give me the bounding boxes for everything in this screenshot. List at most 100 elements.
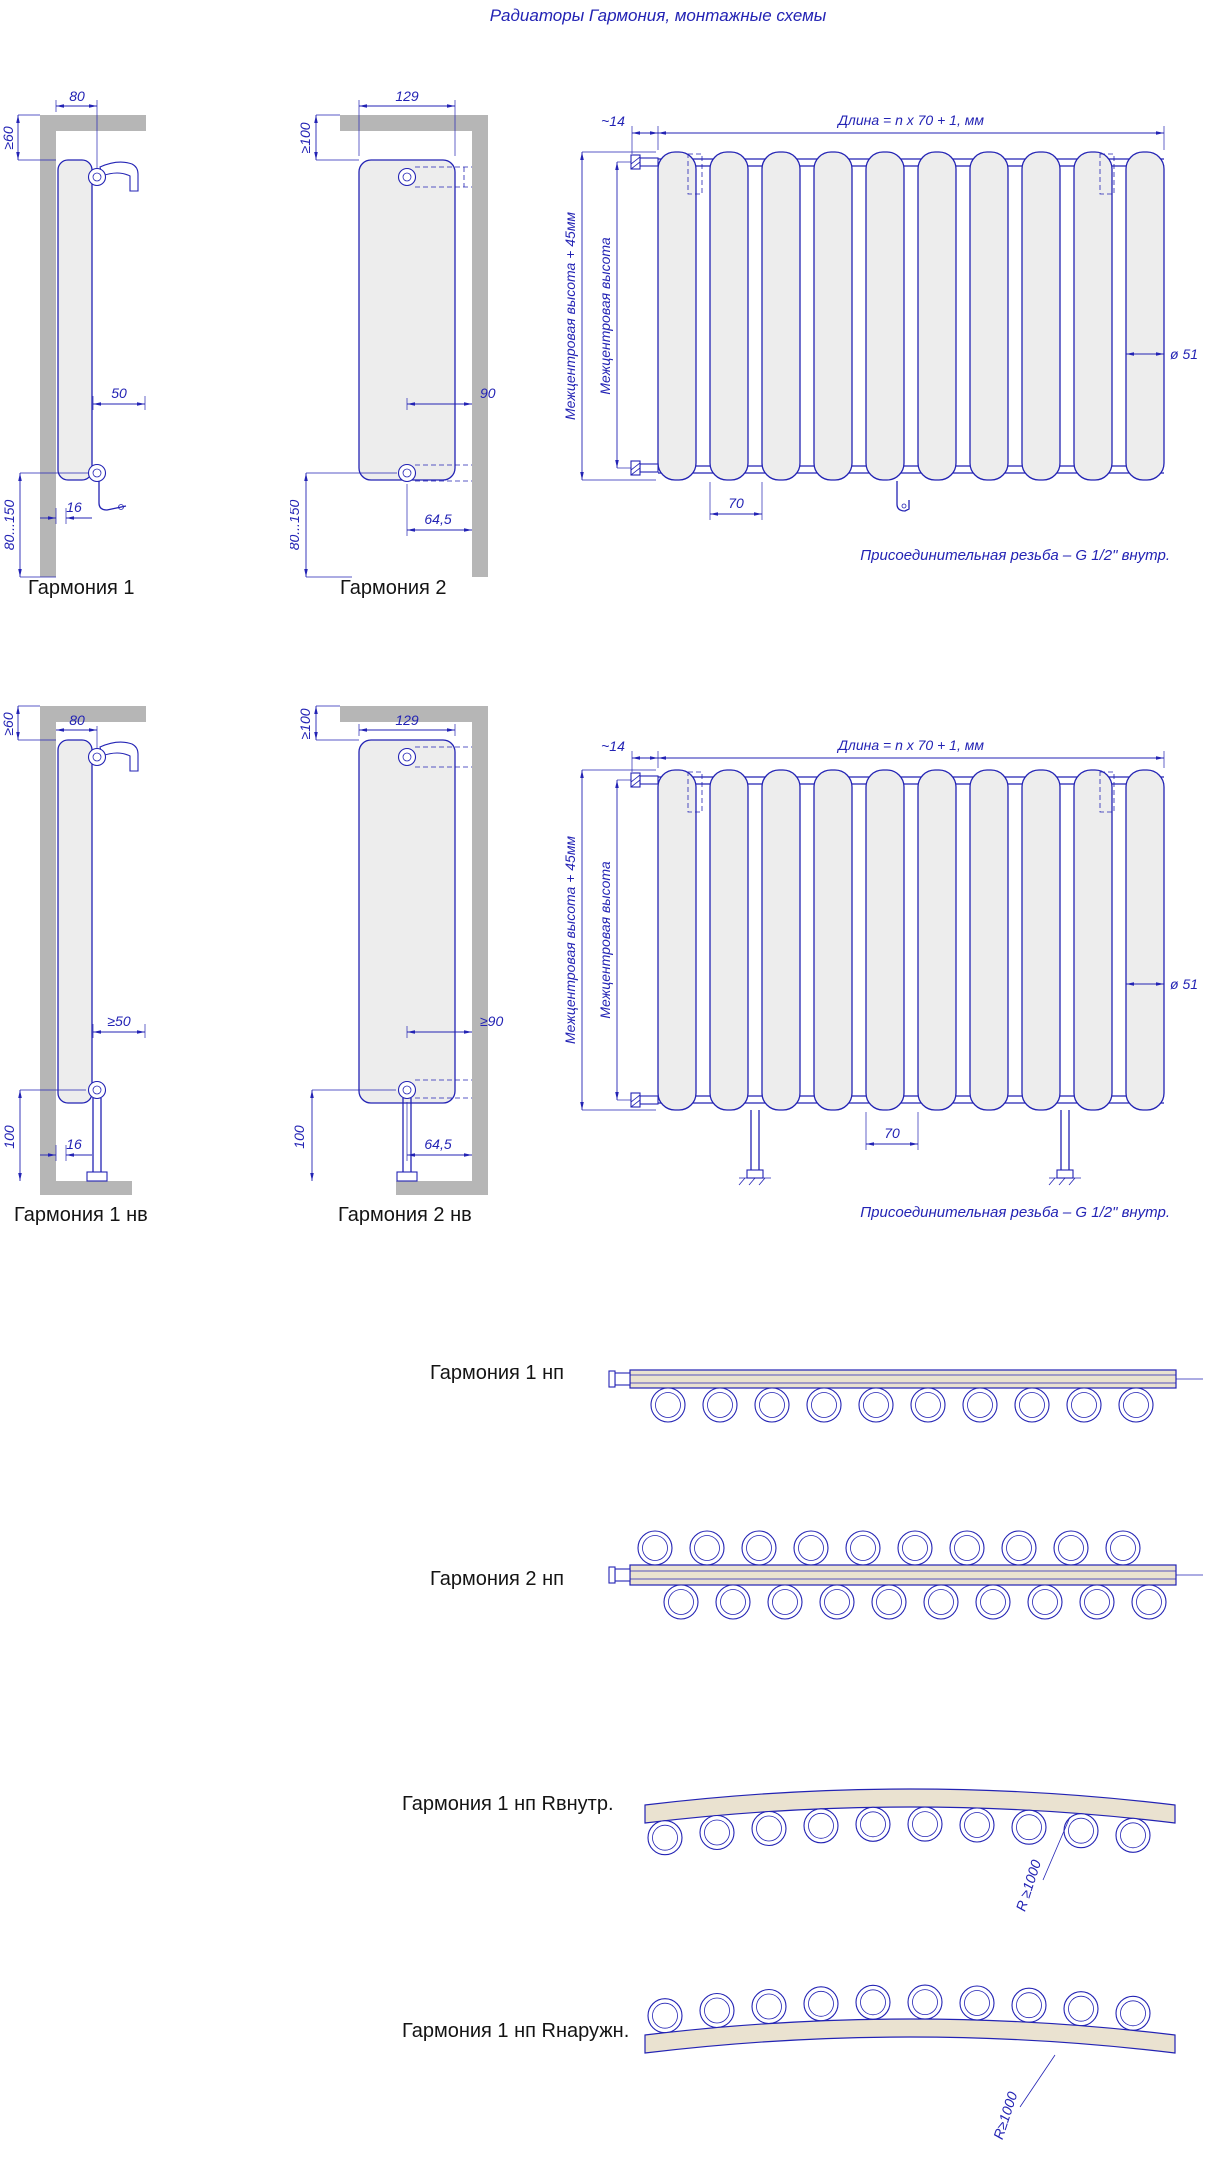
g1np-rout-plan-view: R≥1000	[644, 1984, 1176, 2142]
g2nv-side-view: ≥100 129 ≥90 64,5 100	[291, 705, 503, 1195]
radiator-body	[57, 159, 139, 511]
dim-depth: 129	[395, 712, 419, 728]
radiator-body	[358, 159, 472, 483]
g1-side-view: ≥60 80 50 16 80...150	[0, 88, 146, 578]
bottom-valve	[87, 1080, 107, 1100]
radius-leader	[1042, 1816, 1071, 1881]
bottom-valve	[87, 463, 107, 483]
thread-note-wall: Присоединительная резьба – G 1/2" внутр.	[860, 547, 1170, 564]
tubes	[650, 1387, 1154, 1423]
wall	[340, 706, 488, 1195]
g2np-plan-view	[608, 1530, 1203, 1620]
tubes	[647, 1984, 1151, 2034]
connection-stub	[614, 1372, 631, 1386]
connection-stubs	[630, 154, 659, 476]
label-g1nv: Гармония 1 нв	[14, 1204, 148, 1226]
dimensions: ~14 Длина = n x 70 + 1, мм Межцентровая …	[562, 737, 1198, 1150]
collector-bar-curved	[644, 2018, 1176, 2054]
dim-top-clearance: ≥60	[0, 126, 16, 149]
dim-bracket: 90	[480, 385, 496, 401]
dim-diameter: ø 51	[1170, 976, 1198, 992]
front-view-floor: ~14 Длина = n x 70 + 1, мм Межцентровая …	[562, 737, 1198, 1186]
tubes-top	[637, 1530, 1141, 1566]
mounting-brackets	[687, 771, 1115, 813]
dim-bottom-range: 80...150	[290, 499, 302, 550]
top-bracket	[99, 161, 139, 192]
dim-gap: 16	[66, 1136, 82, 1152]
collector-bar	[629, 1564, 1177, 1586]
dim-diameter: ø 51	[1170, 346, 1198, 362]
connection-stubs	[630, 772, 659, 1108]
front-view-wall: ~14 Длина = n x 70 + 1, мм Межцентровая …	[562, 112, 1198, 520]
top-valve	[87, 167, 107, 187]
dim-radius-outer: R≥1000	[990, 2090, 1020, 2142]
radiator-body	[57, 739, 139, 1182]
dim-gap: 16	[66, 499, 82, 515]
bottom-bracket	[98, 481, 127, 511]
dim-depth: 80	[69, 88, 85, 104]
dim-pipe-offset: 64,5	[424, 511, 451, 527]
dim-floor: 100	[291, 1125, 307, 1149]
dim-bracket: ≥90	[480, 1013, 503, 1029]
sections	[657, 151, 1165, 481]
top-bracket	[99, 741, 139, 772]
connection-stub	[614, 1568, 631, 1582]
tubes	[647, 1806, 1151, 1856]
dim-bracket: ≥50	[107, 1013, 130, 1029]
dim-floor: 100	[1, 1125, 17, 1149]
g1nv-side-view: ≥60 80 ≥50 16 100	[0, 705, 146, 1195]
dim-height: Межцентровая высота	[597, 861, 613, 1019]
dim-top-clearance: ≥60	[0, 712, 16, 735]
label-g1np-rout: Гармония 1 нп Rнаружн.	[402, 2020, 630, 2042]
g2-side-view: ≥100 129 90 64,5 80...150	[290, 88, 496, 578]
label-g2: Гармония 2	[340, 577, 447, 599]
dim-top-clearance: ≥100	[297, 122, 313, 153]
dim-stub: ~14	[601, 113, 625, 129]
collector-bar-curved	[644, 1788, 1176, 1824]
dimensions: ≥100 129 90 64,5 80...150	[290, 88, 496, 578]
dimensions: ≥60 80 ≥50 16 100	[0, 705, 146, 1181]
dim-length: Длина = n x 70 + 1, мм	[836, 737, 984, 753]
collector-bar	[629, 1369, 1177, 1389]
label-g1np: Гармония 1 нп	[430, 1362, 564, 1384]
radiator-body	[358, 739, 472, 1182]
dimensions: ≥60 80 50 16 80...150	[0, 88, 146, 578]
floor	[40, 1181, 132, 1195]
dimensions: ≥100 129 ≥90 64,5 100	[291, 705, 503, 1181]
sections	[657, 769, 1165, 1111]
dim-bracket: 50	[111, 385, 127, 401]
dim-height-plus: Межцентровая высота + 45мм	[562, 836, 578, 1044]
bottom-valve	[397, 1080, 417, 1100]
foot	[86, 1171, 108, 1182]
g1np-plan-view	[608, 1369, 1203, 1423]
dim-height: Межцентровая высота	[597, 237, 613, 395]
wall	[40, 115, 146, 577]
label-g1: Гармония 1	[28, 577, 135, 599]
radius-leader	[1019, 2054, 1056, 2108]
dim-stub: ~14	[601, 738, 625, 754]
dimensions: ~14 Длина = n x 70 + 1, мм Межцентровая …	[562, 112, 1198, 520]
dim-top-clearance: ≥100	[297, 708, 313, 739]
wall	[40, 706, 146, 1195]
wall	[340, 115, 488, 577]
mounting-brackets	[687, 153, 1115, 512]
top-valve	[397, 167, 417, 187]
top-valve	[87, 747, 107, 767]
dim-bottom-range: 80...150	[1, 499, 17, 550]
dim-height-plus: Межцентровая высота + 45мм	[562, 212, 578, 420]
foot	[396, 1171, 418, 1182]
page-title: Радиаторы Гармония, монтажные схемы	[489, 6, 827, 25]
thread-note-floor: Присоединительная резьба – G 1/2" внутр.	[860, 1204, 1170, 1221]
label-g2np: Гармония 2 нп	[430, 1568, 564, 1590]
dim-pitch: 70	[728, 495, 744, 511]
dim-radius-inner: R ≥1000	[1012, 1858, 1044, 1913]
dim-depth: 80	[69, 712, 85, 728]
top-valve	[397, 747, 417, 767]
dim-pitch: 70	[884, 1125, 900, 1141]
g1np-rin-plan-view: R ≥1000	[644, 1788, 1176, 1913]
dim-length: Длина = n x 70 + 1, мм	[836, 112, 984, 128]
label-g2nv: Гармония 2 нв	[338, 1204, 472, 1226]
dim-depth: 129	[395, 88, 419, 104]
dim-pipe-offset: 64,5	[424, 1136, 451, 1152]
